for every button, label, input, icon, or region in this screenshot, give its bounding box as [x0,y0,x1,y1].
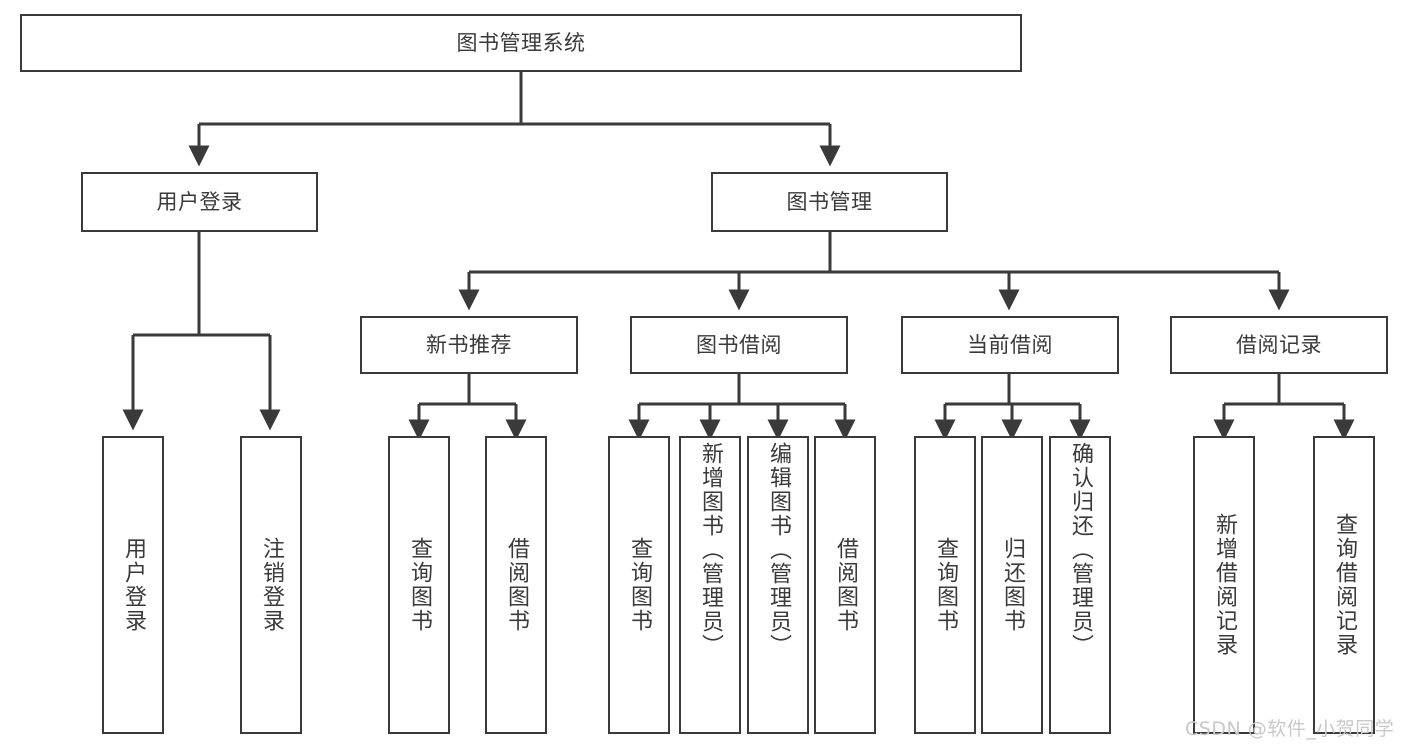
leaf-label: 查询借阅记录 [1332,513,1357,657]
node-book-management[interactable]: 图书管理 [711,172,948,232]
node-user-login-label: 用户登录 [156,189,243,214]
leaf-label: 新增借阅记录 [1212,513,1237,657]
node-root[interactable]: 图书管理系统 [20,14,1022,72]
leaf-label: 确认归还（管理员） [1068,442,1093,658]
node-borrow-record-label: 借阅记录 [1236,332,1322,357]
leaf-label: 编辑图书（管理员） [766,442,791,658]
leaf-current-borrow-return[interactable]: 归还图书 [981,436,1043,734]
node-book-management-label: 图书管理 [786,189,873,214]
leaf-current-borrow-confirm[interactable]: 确认归还（管理员） [1049,436,1111,734]
leaf-book-borrow-edit[interactable]: 编辑图书（管理员） [747,436,809,734]
leaf-label: 查询图书 [933,537,958,633]
node-borrow-record[interactable]: 借阅记录 [1170,316,1388,374]
leaf-label: 查询图书 [627,537,652,633]
leaf-label: 新增图书（管理员） [698,442,723,658]
leaf-new-book-query[interactable]: 查询图书 [388,436,450,734]
node-new-book-recommend[interactable]: 新书推荐 [360,316,578,374]
leaf-label: 归还图书 [1000,537,1025,633]
watermark: CSDN @软件_小贺同学 [1185,718,1395,740]
node-current-borrow-label: 当前借阅 [967,332,1053,357]
leaf-book-borrow-query[interactable]: 查询图书 [608,436,670,734]
leaf-borrow-record-query[interactable]: 查询借阅记录 [1313,436,1375,734]
node-root-label: 图书管理系统 [456,30,586,55]
leaf-label: 借阅图书 [833,537,858,633]
node-new-book-recommend-label: 新书推荐 [426,332,512,357]
leaf-current-borrow-query[interactable]: 查询图书 [914,436,976,734]
leaf-user-login-logout[interactable]: 注销登录 [240,436,302,734]
leaf-book-borrow-add[interactable]: 新增图书（管理员） [679,436,741,734]
leaf-borrow-record-add[interactable]: 新增借阅记录 [1193,436,1255,734]
leaf-label: 用户登录 [121,537,146,633]
leaf-label: 注销登录 [259,537,284,633]
leaf-user-login-login[interactable]: 用户登录 [102,436,164,734]
node-book-borrow[interactable]: 图书借阅 [630,316,848,374]
leaf-new-book-borrow[interactable]: 借阅图书 [485,436,547,734]
node-user-login[interactable]: 用户登录 [81,172,318,232]
node-current-borrow[interactable]: 当前借阅 [901,316,1119,374]
leaf-label: 查询图书 [407,537,432,633]
node-book-borrow-label: 图书借阅 [696,332,782,357]
leaf-book-borrow-borrow[interactable]: 借阅图书 [814,436,876,734]
leaf-label: 借阅图书 [504,537,529,633]
